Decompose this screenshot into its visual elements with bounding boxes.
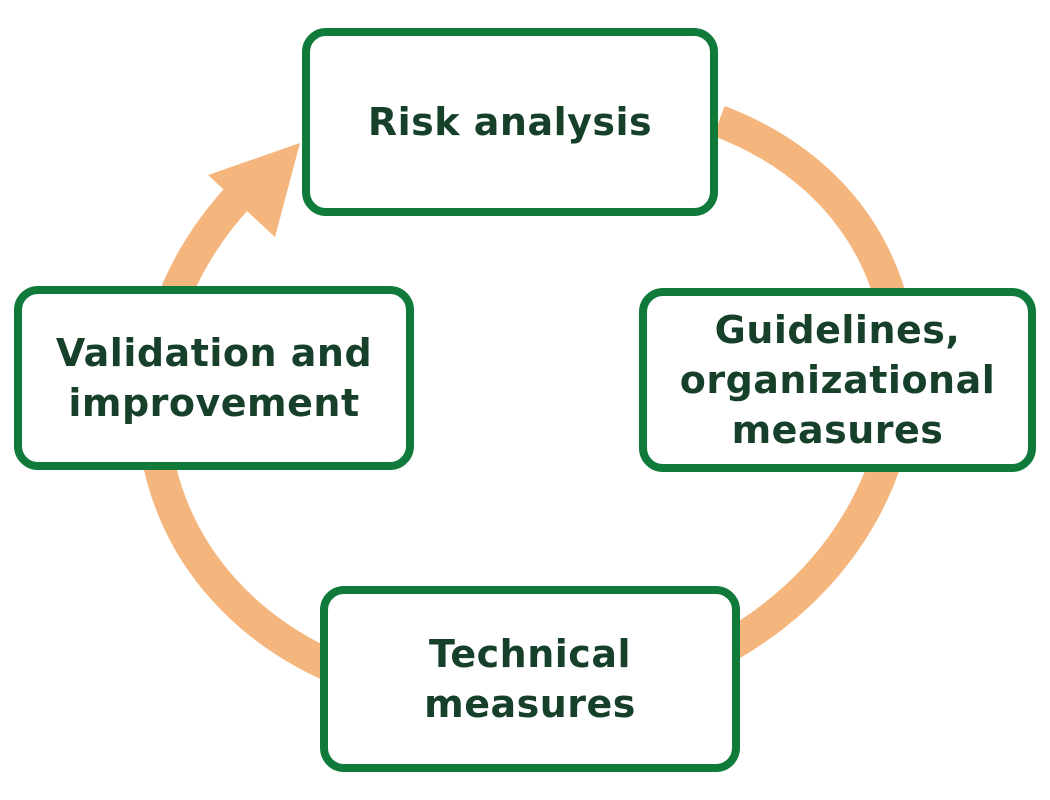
validation-box: Validation and improvement (14, 286, 414, 470)
validation-label: Validation and improvement (55, 331, 373, 425)
guidelines-label: Guidelines, organizational measures (679, 308, 996, 452)
guidelines-box: Guidelines, organizational measures (639, 288, 1036, 472)
technical-measures-label: Technical measures (424, 632, 636, 726)
risk-analysis-box: Risk analysis (302, 28, 718, 216)
cycle-arrowhead-icon (208, 143, 300, 237)
technical-measures-box: Technical measures (320, 586, 740, 772)
risk-analysis-label: Risk analysis (367, 100, 653, 144)
